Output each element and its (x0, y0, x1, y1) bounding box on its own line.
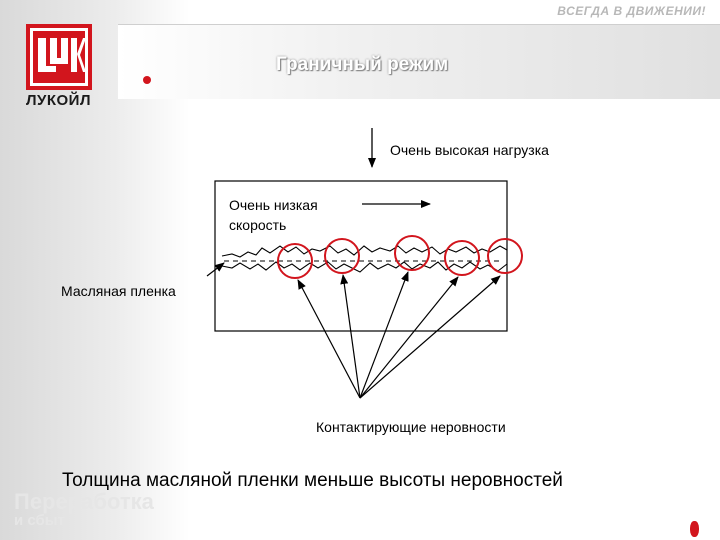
contact-pointer-4 (360, 277, 458, 398)
contact-pointer-1 (298, 280, 360, 398)
contact-circle-3 (395, 236, 429, 270)
contact-pointer-2 (343, 275, 360, 398)
contact-circle-4 (445, 241, 479, 275)
contact-label: Контактирующие неровности (316, 419, 506, 435)
speed-label-line1: Очень низкая (229, 197, 318, 213)
lower-surface-profile (222, 262, 507, 272)
contact-pointer-3 (360, 272, 408, 398)
speed-label-line2: скорость (229, 217, 286, 233)
upper-surface-profile (222, 246, 507, 257)
film-label: Масляная пленка (61, 283, 176, 299)
contact-circle-5 (488, 239, 522, 273)
contact-circle-2 (325, 239, 359, 273)
contact-pointer-5 (360, 276, 500, 398)
slide-caption: Толщина масляной пленки меньше высоты не… (62, 470, 563, 492)
load-label: Очень высокая нагрузка (390, 142, 549, 158)
